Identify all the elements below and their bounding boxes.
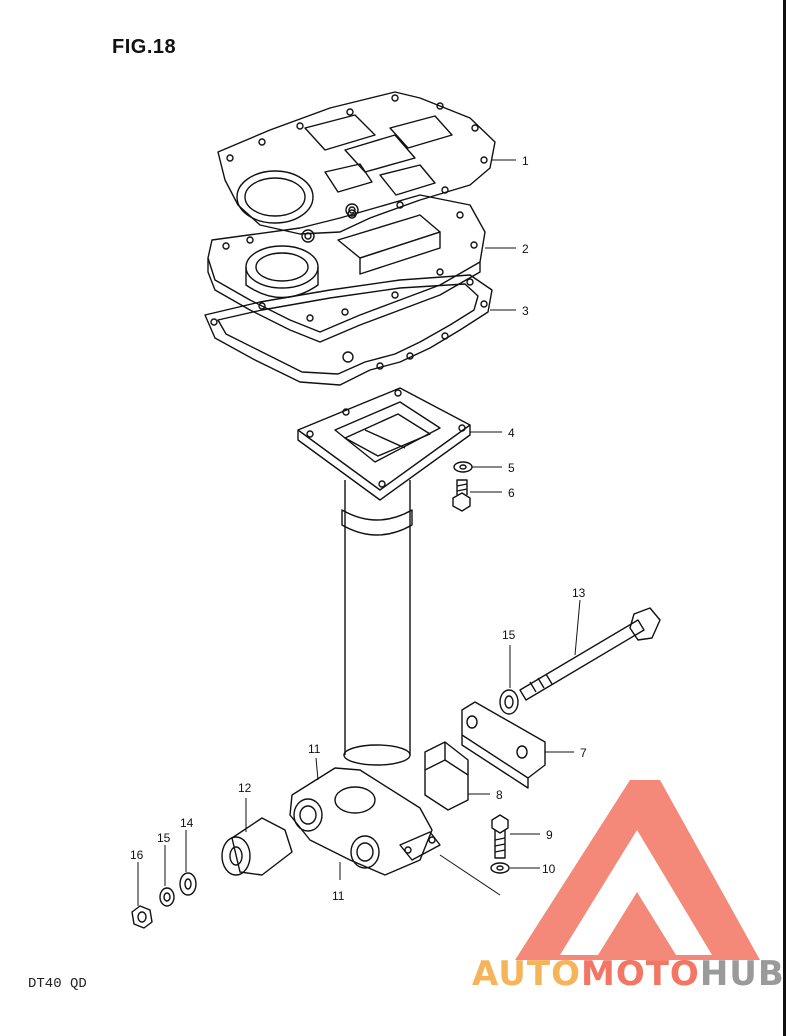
watermark-hub: HUB xyxy=(699,954,785,994)
part-4-exhaust-tube xyxy=(297,387,471,766)
callout-12: 12 xyxy=(238,781,252,795)
watermark-text: AUTOMOTOHUB xyxy=(472,954,785,994)
watermark-auto: AUTO xyxy=(472,954,581,994)
callout-13: 13 xyxy=(572,586,586,600)
callout-1: 1 xyxy=(522,154,529,168)
part-3-gasket xyxy=(204,274,493,386)
callout-10: 10 xyxy=(542,862,556,876)
callout-5: 5 xyxy=(508,461,515,475)
callout-16: 16 xyxy=(130,848,144,862)
page-border-line xyxy=(783,0,786,1036)
part-5-washer xyxy=(453,461,473,473)
part-10-washer xyxy=(490,862,510,874)
callout-11-upper: 11 xyxy=(308,742,321,756)
callout-2: 2 xyxy=(522,242,529,256)
part-7-bracket xyxy=(461,701,546,789)
part-15-spring-washer-lower xyxy=(159,887,175,907)
part-11-lower-mount xyxy=(289,767,441,876)
callout-14: 14 xyxy=(180,816,194,830)
callout-3: 3 xyxy=(522,304,529,318)
leader-lines xyxy=(137,159,581,906)
callout-9: 9 xyxy=(546,828,553,842)
part-13-long-bolt xyxy=(519,607,661,701)
watermark-moto: MOTO xyxy=(580,954,700,994)
part-9-bolt xyxy=(491,814,509,859)
callout-15-upper: 15 xyxy=(502,628,516,642)
part-6-bolt xyxy=(452,479,471,512)
part-8-rubber-mount xyxy=(424,741,469,811)
callout-7: 7 xyxy=(580,746,587,760)
callout-11-lower: 11 xyxy=(332,889,345,903)
part-2-adapter xyxy=(207,194,486,343)
callout-labels: 1 2 3 4 5 6 7 8 9 10 11 11 12 13 14 15 1… xyxy=(130,154,587,903)
callout-15-lower: 15 xyxy=(157,831,171,845)
part-14-washer xyxy=(179,872,197,896)
callout-8: 8 xyxy=(496,788,503,802)
part-12-bushing xyxy=(221,817,293,876)
callout-4: 4 xyxy=(508,426,515,440)
figure-title: FIG.18 xyxy=(112,36,177,58)
watermark-logo xyxy=(515,780,760,960)
part-15-washer-upper xyxy=(499,689,519,715)
part-16-nut xyxy=(131,905,153,929)
model-code: DT40 QD xyxy=(28,976,87,992)
callout-6: 6 xyxy=(508,486,515,500)
part-1-gasket xyxy=(217,91,496,235)
